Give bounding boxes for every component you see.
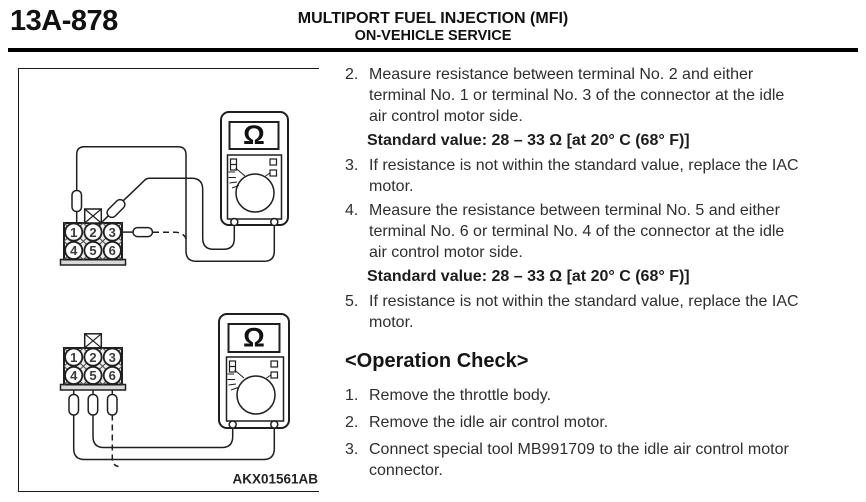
op-step-1: 1. Remove the throttle body. [345,385,835,406]
probe-terminal-3 [132,226,154,238]
step-number: 5. [345,293,359,310]
standard-value-1: Standard value: 28 – 33 Ω [at 20° C (68°… [367,132,690,149]
ohm-symbol: Ω [243,323,265,353]
multimeter-top: Ω [220,111,289,227]
step-measure-4: 4. Measure the resistance between termin… [345,200,835,263]
instructions-column: 2. Measure resistance between terminal N… [345,64,835,487]
terminal-4-label: 4 [70,243,78,258]
step-number: 3. [345,441,359,458]
meter-jack-right [270,420,279,429]
connector-top: 1 2 3 4 5 6 [59,208,127,266]
wire-probe2-to-left-jack [122,177,236,251]
test-probes-top [71,189,154,238]
header-divider [8,48,858,52]
figure-drawing: 1 2 3 4 5 6 [59,111,318,487]
connector-terminals-top: 1 2 3 4 5 6 [64,222,122,260]
meter-display [228,121,280,150]
probe-terminal-6 [106,393,118,416]
step-number: 2. [345,414,359,431]
terminal-5-label: 5 [89,368,96,383]
figure-id-label: AKX01561AB [232,472,318,487]
header-titles: MULTIPORT FUEL INJECTION (MFI) ON-VEHICL… [0,9,866,45]
chapter-title: MULTIPORT FUEL INJECTION (MFI) [297,10,569,27]
step-text: Remove the idle air control motor. [369,414,609,431]
section-title: ON-VEHICLE SERVICE [354,28,512,44]
wire-probe1-to-right-jack [75,145,276,263]
diagram-top: 1 2 3 4 5 6 [59,111,289,266]
step-replace-3: 3. If resistance is not within the stand… [345,155,835,197]
meter-display [227,323,281,353]
probe-terminal-4 [68,393,80,416]
multimeter-bottom: Ω [218,313,290,429]
probe-terminal-2 [106,198,126,219]
step-number: 3. [345,157,359,174]
step-text: If resistance is not within the standard… [369,293,799,331]
probe-terminal-5 [87,393,99,416]
meter-button [270,360,279,368]
meter-dial [236,375,276,415]
ohm-symbol: Ω [243,120,265,150]
connector-terminals-bottom: 1 2 3 4 5 6 [64,347,122,385]
step-number: 1. [345,387,359,404]
op-step-3: 3. Connect special tool MB991709 to the … [345,439,835,481]
meter-jack-left [228,420,237,429]
diagram-bottom: 1 2 3 4 5 6 [59,313,318,487]
meter-jack-right [270,217,279,227]
terminal-1-label: 1 [70,225,77,240]
connector-bottom: 1 2 3 4 5 6 [59,333,127,391]
step-text: Measure resistance between terminal No. … [369,66,785,125]
test-probes-bottom [68,390,118,416]
page-number: 13A-878 [10,5,118,37]
terminal-3-label: 3 [109,350,116,365]
step-text: Remove the throttle body. [369,387,552,404]
terminal-5-label: 5 [89,243,96,258]
operation-check-heading: <Operation Check> [345,350,529,372]
meter-dial [235,173,275,213]
wire-probe3-dashed [153,231,188,241]
step-text: Measure the resistance between terminal … [369,202,785,261]
terminal-1-label: 1 [70,350,77,365]
probe-terminal-1 [71,189,83,213]
step-replace-5: 5. If resistance is not within the stand… [345,291,835,333]
standard-value-2: Standard value: 28 – 33 Ω [at 20° C (68°… [367,268,690,285]
meter-scale-ticks [228,167,246,189]
step-measure-2: 2. Measure resistance between terminal N… [345,64,835,127]
terminal-4-label: 4 [70,368,78,383]
terminal-3-label: 3 [109,225,116,240]
terminal-2-label: 2 [89,350,96,365]
op-step-2: 2. Remove the idle air control motor. [345,412,835,433]
wire-probe5-to-left-jack [92,414,234,449]
step-number: 2. [345,66,359,83]
meter-jack-left [230,217,239,227]
wire-probe4-to-right-jack [72,414,276,461]
step-text: If resistance is not within the standard… [369,157,799,195]
step-number: 4. [345,202,359,219]
terminal-6-label: 6 [109,243,116,258]
operation-check-steps: 1. Remove the throttle body. 2. Remove t… [345,385,835,481]
meter-button [269,158,278,166]
meter-scale-ticks [227,369,245,391]
step-text: Connect special tool MB991709 to the idl… [369,441,789,479]
key-tab-x [84,333,102,349]
wire-probe6-dashed [111,414,119,468]
key-tab-x [84,208,102,224]
terminal-6-label: 6 [109,368,116,383]
figure-resistance-check: 1 2 3 4 5 6 [18,68,319,492]
terminal-2-label: 2 [89,225,96,240]
